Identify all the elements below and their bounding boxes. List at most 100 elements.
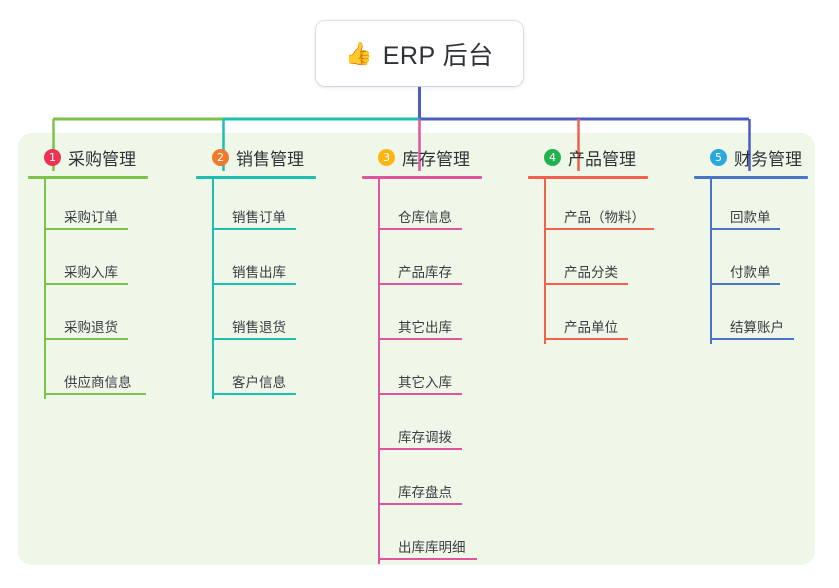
branch-spine xyxy=(544,179,546,344)
branch-header-3[interactable]: 3 库存管理 xyxy=(362,145,482,169)
branch-item-underline xyxy=(710,228,780,230)
branch-item[interactable]: 采购入库 xyxy=(28,234,148,289)
branch-item-label: 产品分类 xyxy=(564,265,618,280)
branch-item[interactable]: 产品库存 xyxy=(362,234,482,289)
branch-underline xyxy=(28,176,148,179)
branch-item[interactable]: 供应商信息 xyxy=(28,344,148,399)
branch-item-label: 库存调拨 xyxy=(398,430,452,445)
root-node[interactable]: 👍 ERP 后台 xyxy=(316,21,523,86)
branch-item-label: 采购订单 xyxy=(64,210,118,225)
branch-item[interactable]: 采购退货 xyxy=(28,289,148,344)
branch-column-2: 2 销售管理销售订单销售出库销售退货客户信息 xyxy=(196,145,316,399)
branch-item-underline xyxy=(710,338,794,340)
branch-item-label: 产品库存 xyxy=(398,265,452,280)
branch-header-4[interactable]: 4 产品管理 xyxy=(528,145,648,169)
branch-item-label: 客户信息 xyxy=(232,375,286,390)
branch-item[interactable]: 结算账户 xyxy=(694,289,808,344)
branch-item-underline xyxy=(44,393,146,395)
branch-item-label: 库存盘点 xyxy=(398,485,452,500)
branch-item[interactable]: 产品（物料） xyxy=(528,179,654,234)
diagram-background-panel xyxy=(18,133,815,565)
branch-item[interactable]: 销售订单 xyxy=(196,179,316,234)
branch-item-label: 出库库明细 xyxy=(398,540,466,555)
branch-number-badge: 2 xyxy=(212,148,229,166)
branch-spine xyxy=(378,179,380,564)
branch-spine xyxy=(212,179,214,399)
branch-title: 产品管理 xyxy=(568,149,636,169)
branch-item-underline xyxy=(212,393,296,395)
branch-item-underline xyxy=(44,228,128,230)
branch-title: 采购管理 xyxy=(68,149,136,169)
branch-number-badge: 1 xyxy=(44,148,61,166)
branch-item-list: 采购订单采购入库采购退货供应商信息 xyxy=(28,179,148,399)
branch-item-underline xyxy=(378,503,462,505)
branch-item-label: 采购入库 xyxy=(64,265,118,280)
branch-item-underline xyxy=(212,338,296,340)
branch-underline xyxy=(694,176,808,179)
branch-column-1: 1 采购管理采购订单采购入库采购退货供应商信息 xyxy=(28,145,148,399)
branch-item-label: 供应商信息 xyxy=(64,375,132,390)
branch-item[interactable]: 其它入库 xyxy=(362,344,482,399)
root-node-content: 👍 ERP 后台 xyxy=(345,36,493,72)
branch-item-underline xyxy=(710,283,780,285)
branch-item-underline xyxy=(378,448,462,450)
branch-item-label: 产品单位 xyxy=(564,320,618,335)
branch-item-list: 销售订单销售出库销售退货客户信息 xyxy=(196,179,316,399)
branch-header-5[interactable]: 5 财务管理 xyxy=(694,145,808,169)
branch-spine xyxy=(44,179,46,399)
branch-item[interactable]: 回款单 xyxy=(694,179,808,234)
branch-title: 财务管理 xyxy=(734,149,802,169)
branch-item-underline xyxy=(212,228,296,230)
branch-item[interactable]: 库存调拨 xyxy=(362,399,482,454)
branch-item-label: 采购退货 xyxy=(64,320,118,335)
branch-header-1[interactable]: 1 采购管理 xyxy=(28,145,148,169)
branch-spine xyxy=(710,179,712,344)
branch-item-underline xyxy=(44,338,128,340)
branch-item[interactable]: 付款单 xyxy=(694,234,808,289)
branch-item[interactable]: 销售出库 xyxy=(196,234,316,289)
branch-item-list: 产品（物料） 产品分类产品单位 xyxy=(528,179,654,344)
branch-item-underline xyxy=(544,283,628,285)
branch-item-underline xyxy=(378,338,462,340)
branch-item-label: 回款单 xyxy=(730,210,771,225)
branch-item-underline xyxy=(378,558,477,560)
branch-number-badge: 3 xyxy=(378,148,395,166)
branch-underline xyxy=(362,176,482,179)
branch-item[interactable]: 采购订单 xyxy=(28,179,148,234)
branch-item-label: 销售订单 xyxy=(232,210,286,225)
branch-column-3: 3 库存管理仓库信息产品库存其它出库其它入库库存调拨库存盘点出库库明细 xyxy=(362,145,482,564)
branch-title: 销售管理 xyxy=(236,149,304,169)
branch-item-list: 仓库信息产品库存其它出库其它入库库存调拨库存盘点出库库明细 xyxy=(362,179,482,564)
branch-item-label: 其它入库 xyxy=(398,375,452,390)
branch-item[interactable]: 仓库信息 xyxy=(362,179,482,234)
branch-item[interactable]: 销售退货 xyxy=(196,289,316,344)
branch-item-underline xyxy=(544,338,628,340)
thumbs-up-icon: 👍 xyxy=(345,40,373,66)
branch-item[interactable]: 库存盘点 xyxy=(362,454,482,509)
branch-item-label: 其它出库 xyxy=(398,320,452,335)
branch-item[interactable]: 产品单位 xyxy=(528,289,648,344)
root-node-title: ERP 后台 xyxy=(382,41,494,70)
branch-column-5: 5 财务管理回款单付款单结算账户 xyxy=(694,145,808,344)
branch-item-underline xyxy=(44,283,128,285)
branch-header-2[interactable]: 2 销售管理 xyxy=(196,145,316,169)
branch-item-label: 销售退货 xyxy=(232,320,286,335)
branch-item-list: 回款单付款单结算账户 xyxy=(694,179,808,344)
branch-column-4: 4 产品管理产品（物料） 产品分类产品单位 xyxy=(528,145,654,344)
branch-item[interactable]: 其它出库 xyxy=(362,289,482,344)
branch-item-label: 销售出库 xyxy=(232,265,286,280)
branch-item-underline xyxy=(378,228,462,230)
branch-item-label: 产品（物料） xyxy=(564,210,645,225)
branch-number-badge: 4 xyxy=(544,148,561,166)
branch-item-label: 仓库信息 xyxy=(398,210,452,225)
branch-item-underline xyxy=(212,283,296,285)
branch-item[interactable]: 客户信息 xyxy=(196,344,316,399)
branch-item-label: 付款单 xyxy=(730,265,771,280)
branch-item[interactable]: 产品分类 xyxy=(528,234,648,289)
branch-title: 库存管理 xyxy=(402,149,470,169)
branch-underline xyxy=(528,176,648,179)
branch-item-underline xyxy=(378,283,462,285)
branch-number-badge: 5 xyxy=(710,148,727,166)
branch-underline xyxy=(196,176,316,179)
branch-item[interactable]: 出库库明细 xyxy=(362,509,482,564)
